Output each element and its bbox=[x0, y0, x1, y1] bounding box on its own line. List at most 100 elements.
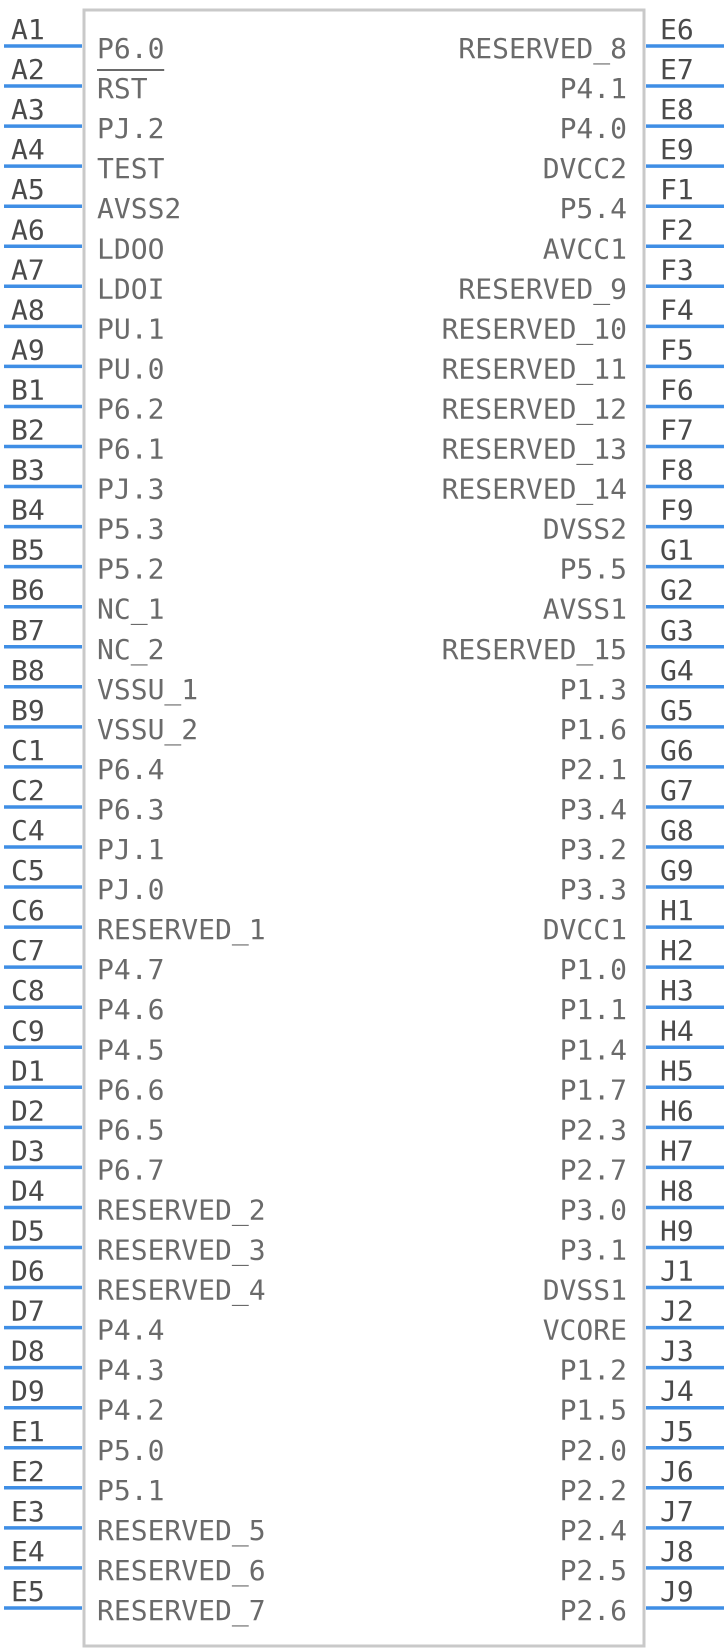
pin-name: P1.5 bbox=[560, 1394, 627, 1427]
pin-name: PU.0 bbox=[97, 352, 164, 385]
pin-name: RESERVED_15 bbox=[442, 633, 627, 667]
pin-name: RESERVED_11 bbox=[442, 352, 627, 386]
pin-number: C2 bbox=[11, 774, 45, 807]
pin-number: E2 bbox=[11, 1455, 45, 1488]
pin-number: F2 bbox=[660, 213, 694, 246]
pin-name: P1.3 bbox=[560, 673, 627, 706]
pin-name: P6.2 bbox=[97, 392, 164, 425]
pin-number: A5 bbox=[11, 173, 45, 206]
pin-name: P1.7 bbox=[560, 1073, 627, 1106]
pin-name: P5.5 bbox=[560, 553, 627, 586]
pin-name: AVSS1 bbox=[543, 593, 627, 626]
pin-number: B6 bbox=[11, 574, 45, 607]
pin-number: D1 bbox=[11, 1054, 45, 1087]
pin-name: P4.5 bbox=[97, 1033, 164, 1066]
right-pin-group: E6RESERVED_8E7P4.1E8P4.0E9DVCC2F1P5.4F2A… bbox=[442, 13, 724, 1627]
pin-number: G5 bbox=[660, 694, 694, 727]
pin-name: P2.6 bbox=[560, 1594, 627, 1627]
pin-name: P4.0 bbox=[560, 112, 627, 145]
pin-number: J3 bbox=[660, 1335, 694, 1368]
pin-number: D7 bbox=[11, 1295, 45, 1328]
pin-number: J4 bbox=[660, 1375, 694, 1408]
pin-name: P6.3 bbox=[97, 793, 164, 826]
component-body bbox=[82, 8, 646, 1648]
pin-name: PJ.2 bbox=[97, 112, 164, 145]
pin-number: B3 bbox=[11, 454, 45, 487]
pin-name: P1.4 bbox=[560, 1033, 627, 1066]
pin-number: D9 bbox=[11, 1375, 45, 1408]
pin-number: G7 bbox=[660, 774, 694, 807]
pin-name: P6.4 bbox=[97, 753, 164, 786]
pin-number: E9 bbox=[660, 133, 694, 166]
pin-name: P5.2 bbox=[97, 553, 164, 586]
pin-number: E1 bbox=[11, 1415, 45, 1448]
pin-number: H1 bbox=[660, 894, 694, 927]
pin-number: A4 bbox=[11, 133, 45, 166]
pin-number: E4 bbox=[11, 1535, 45, 1568]
pin-name: RESERVED_5 bbox=[97, 1514, 266, 1548]
pin-name: P6.1 bbox=[97, 433, 164, 466]
pin-name: P5.1 bbox=[97, 1474, 164, 1507]
pin-number: G3 bbox=[660, 614, 694, 647]
pin-number: C6 bbox=[11, 894, 45, 927]
pin-name: P3.2 bbox=[560, 833, 627, 866]
pin-number: A6 bbox=[11, 213, 45, 246]
pin-number: E3 bbox=[11, 1495, 45, 1528]
pin-number: C9 bbox=[11, 1014, 45, 1047]
pin-name: VSSU_1 bbox=[97, 673, 198, 707]
pin-number: B1 bbox=[11, 373, 45, 406]
pin-number: G6 bbox=[660, 734, 694, 767]
pin-name: RST bbox=[97, 72, 148, 105]
pin-name: RESERVED_6 bbox=[97, 1554, 266, 1588]
pin-number: E5 bbox=[11, 1575, 45, 1608]
pin-name: P3.3 bbox=[560, 873, 627, 906]
pin-name: P6.6 bbox=[97, 1073, 164, 1106]
pin-number: H6 bbox=[660, 1094, 694, 1127]
pin-number: G9 bbox=[660, 854, 694, 887]
pin-number: J2 bbox=[660, 1295, 694, 1328]
pin-number: G8 bbox=[660, 814, 694, 847]
pin-number: H3 bbox=[660, 974, 694, 1007]
pin-number: F3 bbox=[660, 253, 694, 286]
pin-number: A1 bbox=[11, 13, 45, 46]
pin-name: NC_1 bbox=[97, 593, 164, 627]
pin-name: AVCC1 bbox=[543, 232, 627, 265]
pin-name: P5.4 bbox=[560, 192, 627, 225]
pin-number: B7 bbox=[11, 614, 45, 647]
pin-name: P2.2 bbox=[560, 1474, 627, 1507]
pin-name: VCORE bbox=[543, 1314, 627, 1347]
pin-name: P1.2 bbox=[560, 1354, 627, 1387]
